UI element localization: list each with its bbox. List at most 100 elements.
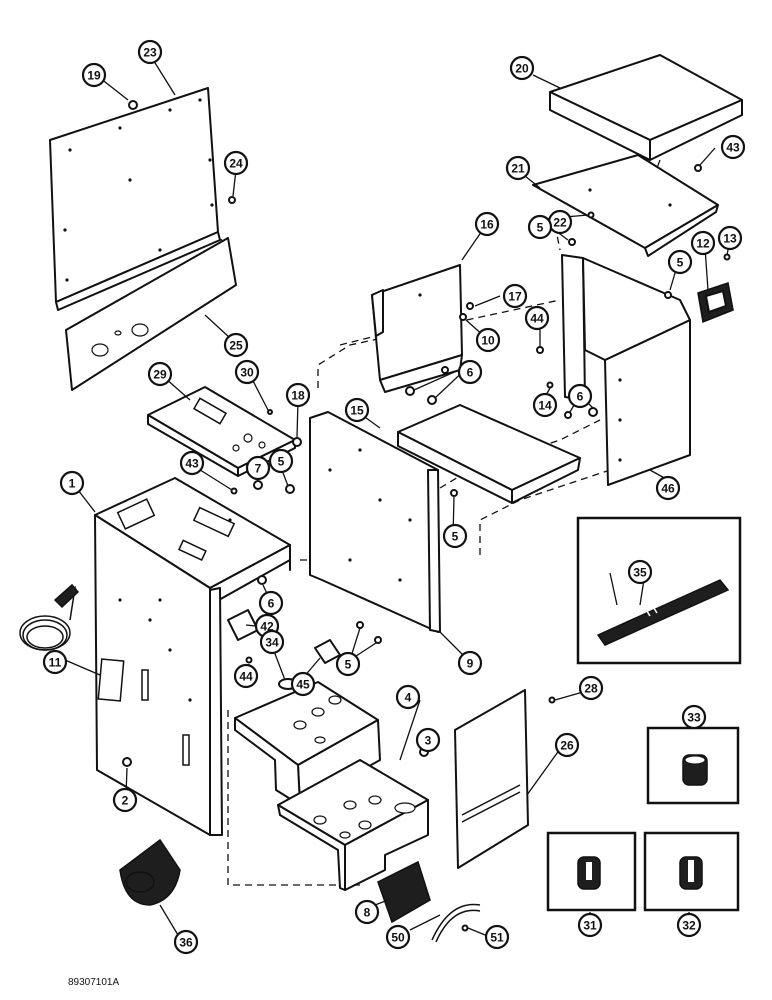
callout-number: 13	[723, 232, 737, 246]
callout-number: 25	[229, 339, 243, 353]
inset-33-grommet	[646, 726, 740, 805]
callout-circle	[268, 448, 294, 474]
part-12-connector	[697, 282, 734, 324]
callout-circle	[259, 629, 285, 655]
callout-31: 31	[577, 912, 603, 938]
part-15-tray	[397, 404, 581, 504]
callout-5: 5	[268, 448, 294, 474]
callout-number: 31	[583, 919, 597, 933]
callout-24: 24	[223, 150, 249, 176]
callout-number: 51	[490, 931, 504, 945]
callout-23: 23	[137, 39, 163, 65]
callout-6: 6	[567, 383, 593, 409]
callout-circle	[720, 134, 746, 160]
callout-number: 6	[268, 597, 275, 611]
callout-8: 8	[354, 899, 380, 925]
callout-circle	[385, 924, 411, 950]
callout-number: 5	[677, 256, 684, 270]
callout-46: 46	[655, 475, 681, 501]
part-26-panel	[454, 689, 529, 869]
callout-number: 17	[508, 290, 522, 304]
callout-15: 15	[344, 397, 370, 423]
callout-circle	[578, 675, 604, 701]
callout-circle	[667, 249, 693, 275]
callout-12: 12	[690, 230, 716, 256]
callout-circle	[676, 912, 702, 938]
callout-3: 3	[415, 727, 441, 753]
callout-44: 44	[233, 663, 259, 689]
callout-number: 26	[560, 739, 574, 753]
callout-circle	[344, 397, 370, 423]
callout-number: 28	[584, 682, 598, 696]
callout-circle	[223, 332, 249, 358]
callout-number: 10	[481, 334, 495, 348]
callout-number: 3	[425, 734, 432, 748]
callout-20: 20	[509, 55, 535, 81]
callout-number: 5	[278, 455, 285, 469]
callout-32: 32	[676, 912, 702, 938]
part-23-rear-panel	[49, 87, 221, 311]
callout-17: 17	[502, 283, 528, 309]
callout-circle	[524, 305, 550, 331]
part-8-plate	[377, 860, 431, 924]
callout-circle	[415, 727, 441, 753]
callout-circle	[442, 523, 468, 549]
callout-number: 46	[661, 482, 675, 496]
callout-number: 32	[682, 919, 696, 933]
callout-10: 10	[475, 327, 501, 353]
callout-number: 5	[537, 221, 544, 235]
callout-13: 13	[717, 225, 743, 251]
part-36-tape-roll	[119, 838, 181, 906]
part-25-lower-plate	[65, 237, 237, 391]
callout-number: 36	[179, 936, 193, 950]
callout-9: 9	[457, 650, 483, 676]
callout-circle	[285, 382, 311, 408]
part-16-bracket	[371, 264, 463, 393]
inset-35-strip	[576, 516, 742, 665]
callout-number: 22	[553, 216, 567, 230]
callout-number: 8	[364, 906, 371, 920]
callout-circle	[505, 155, 531, 181]
callout-6: 6	[457, 359, 483, 385]
callout-7: 7	[245, 455, 271, 481]
part-21-top-cover	[532, 154, 719, 257]
inset-32-grommet	[643, 831, 740, 912]
callout-16: 16	[474, 211, 500, 237]
callout-circle	[527, 214, 553, 240]
callout-number: 11	[49, 656, 62, 670]
callout-number: 9	[467, 657, 474, 671]
callout-5: 5	[335, 651, 361, 677]
callout-30: 30	[234, 359, 260, 385]
callout-50: 50	[385, 924, 411, 950]
callout-43: 43	[720, 134, 746, 160]
callout-circle	[577, 912, 603, 938]
callout-number: 30	[240, 366, 254, 380]
callout-number: 7	[255, 462, 262, 476]
callout-1: 1	[59, 470, 85, 496]
callout-circle	[627, 559, 653, 585]
callout-circle	[655, 475, 681, 501]
part-1-main-housing	[94, 477, 291, 836]
callout-6: 6	[258, 590, 284, 616]
callout-19: 19	[81, 62, 107, 88]
callout-circle	[532, 392, 558, 418]
callout-number: 6	[467, 366, 474, 380]
callout-28: 28	[578, 675, 604, 701]
fasteners	[122, 100, 731, 932]
callout-51: 51	[484, 924, 510, 950]
callout-number: 5	[345, 658, 352, 672]
callout-circle	[567, 383, 593, 409]
callout-number: 15	[350, 404, 364, 418]
callout-number: 43	[185, 457, 199, 471]
callout-circle	[681, 704, 707, 730]
callout-circle	[354, 899, 380, 925]
callout-25: 25	[223, 332, 249, 358]
callout-number: 29	[153, 368, 167, 382]
callout-circle	[457, 359, 483, 385]
callout-29: 29	[147, 361, 173, 387]
callout-43: 43	[179, 450, 205, 476]
part-4-lower-bracket	[234, 681, 429, 891]
callout-number: 4	[405, 691, 412, 705]
callout-circle	[395, 684, 421, 710]
